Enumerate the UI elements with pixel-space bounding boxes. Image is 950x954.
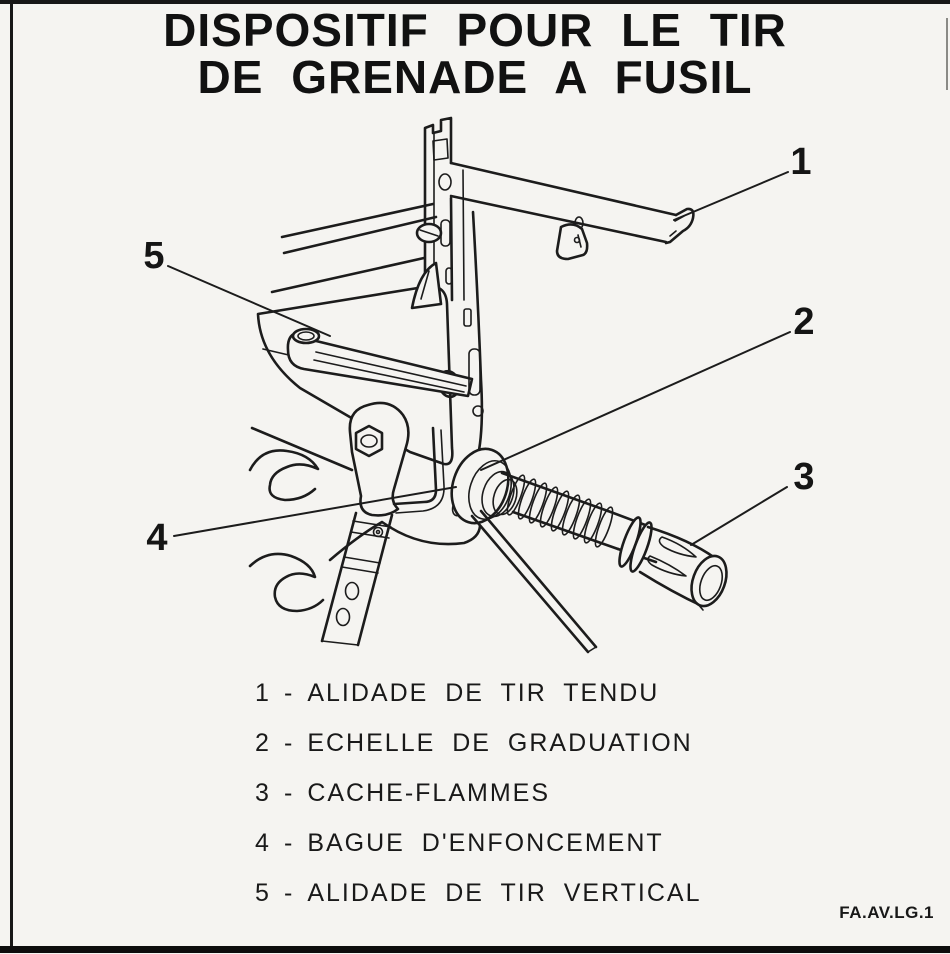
sling-lug-tube [320, 401, 410, 647]
hanging-bracket [555, 223, 589, 261]
legend-item-1: 1 - ALIDADE DE TIR TENDU [253, 668, 813, 718]
cache-flammes [618, 516, 728, 611]
legend-number: 2 [255, 729, 271, 757]
callout-numbers: 1 2 3 4 5 [143, 141, 814, 559]
bague-d-enfoncement [328, 426, 518, 562]
callout-3: 3 [793, 456, 814, 498]
legend-separator: - [284, 829, 295, 857]
callout-5: 5 [143, 235, 164, 277]
legend-label: ALIDADE DE TIR TENDU [307, 679, 660, 707]
legend-item-2: 2 - ECHELLE DE GRADUATION [253, 718, 813, 768]
legend-label: CACHE-FLAMMES [307, 779, 551, 807]
legend-number: 3 [255, 779, 271, 807]
legend-label: ECHELLE DE GRADUATION [307, 729, 693, 757]
leader-line-5 [167, 265, 331, 337]
echelle-de-graduation [500, 471, 658, 564]
border-right [946, 18, 948, 90]
legend-number: 4 [255, 829, 271, 857]
reference-code: FA.AV.LG.1 [839, 903, 934, 922]
legend-number: 1 [255, 679, 271, 707]
border-left [10, 0, 13, 947]
alidade-tir-vertical [286, 327, 474, 398]
alidade-tir-tendu [449, 161, 695, 261]
legend-separator: - [284, 779, 295, 807]
cleaning-rod [470, 509, 598, 654]
callout-1: 1 [790, 141, 811, 183]
legend-label: BAGUE D'ENFONCEMENT [307, 829, 664, 857]
legend-item-4: 4 - BAGUE D'ENFONCEMENT [253, 818, 813, 868]
leader-lines [167, 171, 791, 546]
callout-4: 4 [146, 517, 167, 559]
legend-number: 5 [255, 879, 271, 907]
legend: 1 - ALIDADE DE TIR TENDU 2 - ECHELLE DE … [253, 668, 813, 918]
torn-edge-lines [248, 449, 325, 613]
callout-2: 2 [793, 301, 814, 343]
border-top [0, 0, 950, 4]
border-bottom [0, 946, 950, 953]
leader-line-4 [173, 486, 457, 537]
leader-line-3 [690, 486, 788, 546]
page-title: DISPOSITIF POUR LE TIR DE GRENADE A FUSI… [0, 7, 950, 101]
barrel-lines [250, 202, 438, 472]
page-title-line1: DISPOSITIF POUR LE TIR [163, 4, 787, 56]
page-title-line2: DE GRENADE A FUSIL [197, 51, 753, 103]
legend-separator: - [284, 729, 295, 757]
sight-post [410, 116, 484, 462]
legend-separator: - [284, 679, 295, 707]
leader-line-1 [673, 171, 789, 221]
legend-separator: - [284, 879, 295, 907]
leader-line-2 [480, 331, 791, 471]
legend-item-3: 3 - CACHE-FLAMMES [253, 768, 813, 818]
legend-label: ALIDADE DE TIR VERTICAL [307, 879, 702, 907]
legend-item-5: 5 - ALIDADE DE TIR VERTICAL [253, 868, 813, 918]
